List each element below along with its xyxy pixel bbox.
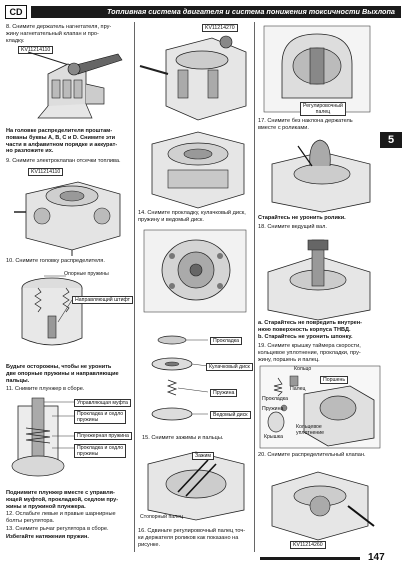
column-divider-1 (134, 22, 135, 552)
rollers-note: Старайтесь не уронить ролики. (258, 215, 346, 221)
cover-label: Крышка (264, 434, 284, 440)
holder-removal-illustration (271, 139, 371, 213)
page-number: 147 (368, 552, 385, 563)
stop-pin-label: Стопорный палец (140, 514, 184, 520)
springs-tension-note: Избегайте натяжения пружин. (6, 534, 89, 540)
tool-code-label-2: KV11214110 (28, 168, 64, 176)
tool-code-label: KV11214110 (18, 46, 54, 54)
driven-disk-label: Ведомый диск (210, 411, 251, 419)
ring-label: Кольцо (294, 366, 312, 372)
cam-housing-illustration (151, 131, 245, 209)
distribution-valve-illustration (271, 471, 375, 541)
tool-code-label-4: KV11214260 (290, 541, 326, 549)
step-14-text: 14. Снимите прокладку, кулачковый диск, … (138, 210, 246, 223)
drive-shaft-illustration (267, 239, 371, 321)
plunger-note: Поднимите плунжер вместе с управля- ющей… (6, 490, 119, 510)
pin-label: Палец (290, 386, 306, 392)
spring-label: Пружина (210, 389, 238, 397)
step-18-text: 18. Снимите ведущий вал. (258, 224, 327, 230)
distributor-note: На головке распределителя проштам- пован… (6, 128, 118, 155)
step-16-text: 16. Сдвиньте регулировочный палец точ- к… (138, 528, 246, 548)
distributor-head-illustration (21, 275, 83, 346)
footer-bar (260, 557, 360, 560)
control-coupling-label: Управляющая муфта (74, 399, 131, 407)
step-20-text: 20. Снимите распределительный клапан. (258, 452, 366, 458)
speed-timer-illustration (259, 365, 381, 449)
guide-pin-label: Направляющий штифт (72, 296, 134, 304)
gasket-seat-label-2: Прокладка и седло пружины (74, 444, 127, 458)
gasket-seat-label: Прокладка и седло пружины (74, 410, 127, 424)
plunger-illustration (11, 397, 74, 477)
page-header: CD Топливная система двигателя и система… (5, 4, 401, 20)
clamp-label: Зажим (192, 452, 214, 460)
adjust-pin-label: Регулировочный палец (300, 102, 346, 116)
step-11-text: 11. Снимите плунжер в сборе. (6, 386, 85, 392)
plunger-spring-label: Плунжерная пружина (74, 432, 132, 440)
section-badge: CD (5, 5, 27, 19)
column-divider-2 (254, 22, 255, 552)
regulator-illustration (139, 35, 247, 121)
tool-code-label-3: KV11214270 (202, 24, 238, 32)
step-12-text: 12. Ослабьте левые и правые шарнирные бо… (6, 511, 116, 524)
clamps-pins-illustration (147, 451, 245, 521)
step-8-text: 8. Снимите держатель нагнетателя, пру- ж… (6, 24, 112, 44)
header-bar: Топливная система двигателя и система по… (31, 6, 401, 18)
header-title: Топливная система двигателя и система по… (106, 7, 395, 16)
gasket-label: Прокладка (210, 337, 243, 345)
roller-holder-illustration (263, 25, 371, 113)
spring-label-3: Пружина (262, 406, 284, 412)
step-9-text: 9. Снимите электроклапан отсечки топлива… (6, 158, 121, 164)
springs-warning: Будьте осторожны, чтобы не уронить две о… (6, 364, 119, 384)
support-springs-label: Опорные пружины (64, 271, 109, 277)
pump-body-illustration (14, 181, 121, 256)
step-13-text: 13. Снимите рычаг регулятора в сборе. (6, 526, 109, 532)
step-10-text: 10. Снимите головку распределителя. (6, 258, 105, 264)
step-19-text: 19. Снимите крышку таймера скорости, кол… (258, 343, 361, 363)
note-a: a. Старайтесь не повредить внутрен- нюю … (258, 320, 362, 333)
section-tab: 5 (380, 132, 402, 148)
wrench-illustration (27, 51, 123, 119)
note-b: b. Старайтесь не уронить шпонку. (258, 334, 353, 340)
step-15-text: 15. Снимите зажимы и пальцы. (142, 435, 224, 441)
cam-disk-exploded-illustration (151, 335, 209, 421)
o-ring-label: Кольцевое уплотнение (296, 424, 325, 436)
cam-disk-inner-illustration (143, 229, 247, 313)
piston-label: Поршень (320, 376, 349, 384)
step-17-text: 17. Снимите без наклона держатель вместе… (258, 118, 353, 131)
gasket-label-3: Прокладка (262, 396, 289, 402)
cam-disk-label: Кулачковый диск (206, 363, 253, 371)
